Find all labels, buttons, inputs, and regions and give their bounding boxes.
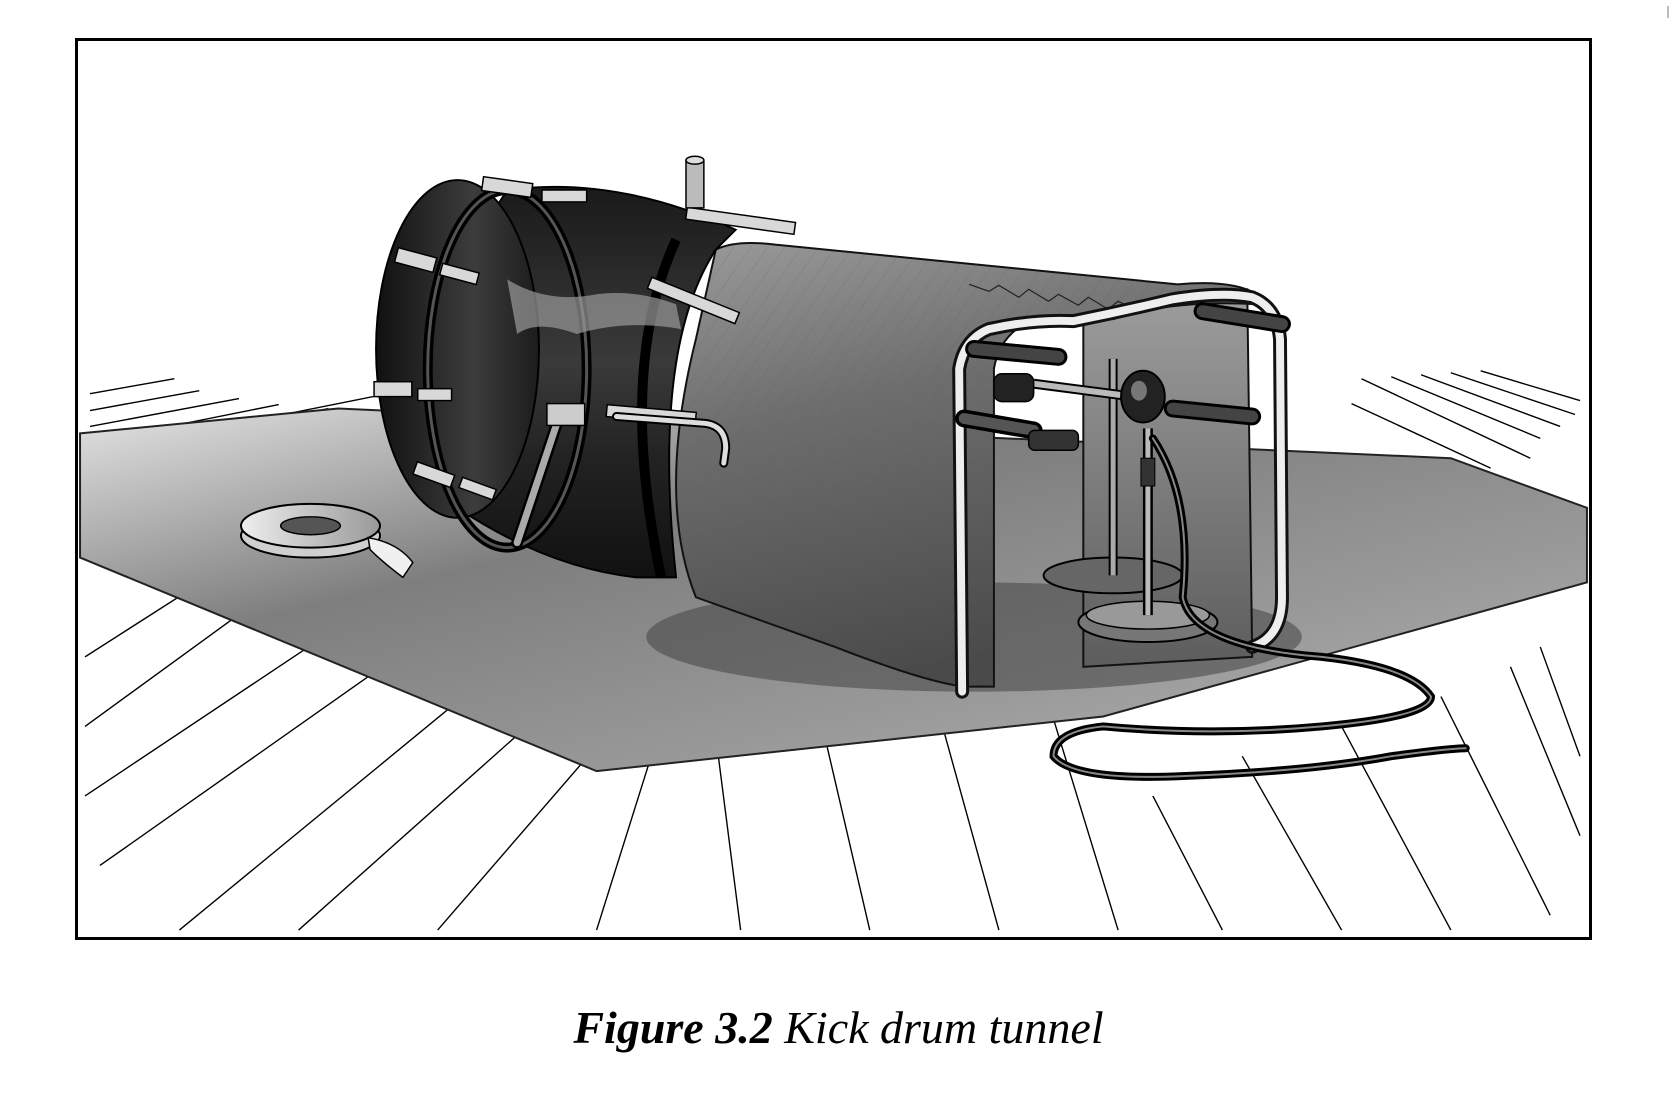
kick-drum-tunnel-illustration [79,155,1588,931]
boom-arm-rear [965,302,1291,426]
drum-lugs [373,175,797,501]
scan-mark [1667,6,1669,18]
microphone-stand-front [1077,428,1219,643]
drum-hoop-rear [637,237,681,579]
figure-caption: Figure 3.2 Kick drum tunnel [0,1005,1677,1051]
gaffer-tape-roll [239,502,414,579]
figure-caption-text: Kick drum tunnel [784,1002,1104,1053]
figure-frame [75,38,1592,940]
microphone [955,369,1166,452]
figure-caption-label: Figure 3.2 [573,1002,773,1053]
tom-mount-post [685,159,705,209]
